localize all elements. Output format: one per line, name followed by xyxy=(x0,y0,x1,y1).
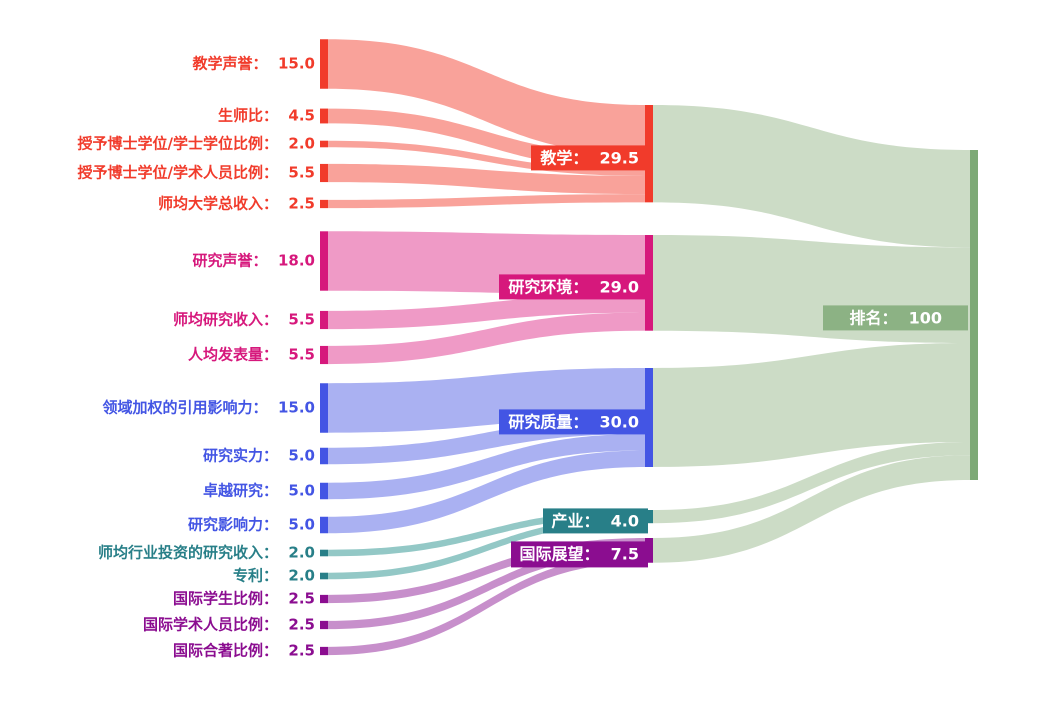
source-label-research-environment-2: 人均发表量： 5.5 xyxy=(187,345,315,364)
source-label-industry-1: 专利： 2.0 xyxy=(232,566,315,585)
sankey-flow-research-quality-to-target xyxy=(653,343,970,467)
source-label-research-quality-1: 研究实力： 5.0 xyxy=(202,446,315,465)
category-label-box-research-environment: 研究环境： 29.0 xyxy=(499,274,648,300)
sankey-flow-international-outlook-1 xyxy=(328,546,645,630)
category-node-industry xyxy=(645,510,653,524)
category-node-international-outlook xyxy=(645,538,653,563)
sankey-flow-teaching-0 xyxy=(328,39,645,155)
nodes-layer xyxy=(320,39,978,656)
source-node-teaching-0 xyxy=(320,39,328,89)
source-label-international-outlook-1: 国际学术人员比例： 2.5 xyxy=(142,615,315,634)
source-node-industry-1 xyxy=(320,572,328,580)
source-node-teaching-1 xyxy=(320,108,328,124)
category-label-box-teaching: 教学： 29.5 xyxy=(531,145,648,171)
category-label-box-research-quality: 研究质量： 30.0 xyxy=(499,408,648,435)
sankey-flow-industry-to-target xyxy=(653,442,970,524)
sankey-flow-teaching-3 xyxy=(328,163,645,195)
sankey-flow-industry-1 xyxy=(328,516,645,580)
source-node-research-environment-0 xyxy=(320,231,328,291)
sankey-flow-international-outlook-2 xyxy=(328,554,645,656)
source-node-research-quality-0 xyxy=(320,383,328,433)
source-label-research-environment-0: 研究声誉： 18.0 xyxy=(192,251,315,270)
source-label-teaching-1: 生师比： 4.5 xyxy=(217,106,315,125)
source-label-teaching-2: 授予博士学位/学士学位比例： 2.0 xyxy=(77,134,316,153)
source-node-teaching-4 xyxy=(320,199,328,209)
source-label-teaching-3: 授予博士学位/学术人员比例： 5.5 xyxy=(77,163,316,182)
source-node-research-environment-2 xyxy=(320,345,328,365)
source-label-research-environment-1: 师均研究收入： 5.5 xyxy=(172,310,315,329)
source-node-research-quality-2 xyxy=(320,482,328,500)
category-label-box-industry: 产业： 4.0 xyxy=(542,508,648,534)
source-label-research-quality-3: 研究影响力： 5.0 xyxy=(187,515,315,534)
target-node-ranking xyxy=(970,150,978,480)
sankey-flow-industry-0 xyxy=(328,510,645,557)
source-label-research-quality-2: 卓越研究： 5.0 xyxy=(202,481,315,500)
sankey-flow-research-quality-2 xyxy=(328,434,645,500)
source-label-international-outlook-2: 国际合著比例： 2.5 xyxy=(172,641,315,660)
source-label-industry-0: 师均行业投资的研究收入： 2.0 xyxy=(97,543,315,562)
source-label-international-outlook-0: 国际学生比例： 2.5 xyxy=(172,589,315,608)
category-label-box-international-outlook: 国际展望： 7.5 xyxy=(510,541,648,567)
source-node-international-outlook-1 xyxy=(320,620,328,630)
sankey-flow-research-quality-3 xyxy=(328,450,645,534)
sankey-flow-international-outlook-0 xyxy=(328,538,645,604)
source-label-teaching-0: 教学声誉： 15.0 xyxy=(192,54,315,73)
source-node-industry-0 xyxy=(320,549,328,557)
source-label-teaching-4: 师均大学总收入： 2.5 xyxy=(157,194,315,213)
category-node-research-environment xyxy=(645,235,653,331)
sankey-flow-research-environment-2 xyxy=(328,312,645,365)
sankey-flow-international-outlook-to-target xyxy=(653,455,970,563)
source-node-international-outlook-0 xyxy=(320,594,328,604)
source-node-teaching-3 xyxy=(320,163,328,183)
sankey-flow-teaching-to-target xyxy=(653,105,970,248)
sankey-flow-teaching-4 xyxy=(328,194,645,209)
source-node-research-quality-3 xyxy=(320,516,328,534)
source-label-research-quality-0: 领域加权的引用影响力： 15.0 xyxy=(102,398,315,417)
source-node-international-outlook-2 xyxy=(320,646,328,656)
target-label-box-ranking: 排名： 100 xyxy=(823,305,968,331)
category-node-research-quality xyxy=(645,368,653,467)
source-node-research-quality-1 xyxy=(320,447,328,465)
category-node-teaching xyxy=(645,105,653,203)
source-node-research-environment-1 xyxy=(320,310,328,330)
sankey-flow-research-environment-1 xyxy=(328,294,645,330)
source-node-teaching-2 xyxy=(320,140,328,148)
